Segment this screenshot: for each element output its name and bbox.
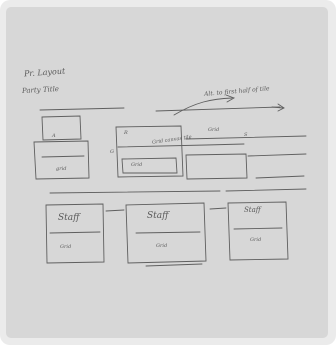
wireframe-sketch: [6, 7, 328, 338]
sketch-middle-line: [118, 144, 244, 147]
bottom-box-3-sub: Grid: [250, 238, 261, 243]
sketch-divider-left: [42, 156, 84, 157]
sketch-label-r: R: [124, 131, 128, 136]
sketch-right-line: [248, 154, 306, 178]
bottom-box-1-label: Staff: [58, 214, 80, 223]
sketch-box-upper-left: [42, 116, 81, 140]
bottom-box-2-sub: Grid: [156, 244, 167, 249]
sketch-label-grid-2: Grid: [131, 163, 142, 168]
sketch-center-sub: Grid: [208, 128, 219, 133]
sketch-label-s: S: [244, 133, 247, 138]
sketch-long-line: [50, 189, 306, 193]
sketch-box-bottom-1-div: [50, 232, 100, 233]
sketch-top-line: [40, 107, 280, 111]
bottom-box-2-label: Staff: [147, 212, 169, 221]
sketch-arrow: [174, 95, 234, 115]
sketch-arrow-right: [272, 104, 284, 111]
sketch-label-g: G: [110, 150, 114, 155]
sketch-label-grid: grid: [56, 167, 66, 172]
bottom-box-3-label: Staff: [244, 207, 261, 214]
bottom-box-1-sub: Grid: [60, 245, 71, 250]
sketch-label-a: A: [52, 134, 56, 139]
sketch-box-right: [186, 154, 247, 179]
sketch-paper: Pr. Layout Party Title Alt. to first hal…: [6, 7, 328, 338]
sketch-box-bottom-3-div: [234, 228, 282, 229]
sketch-box-bottom-2-div: [136, 232, 200, 233]
sketch-box-upper-left-2: [34, 141, 89, 179]
